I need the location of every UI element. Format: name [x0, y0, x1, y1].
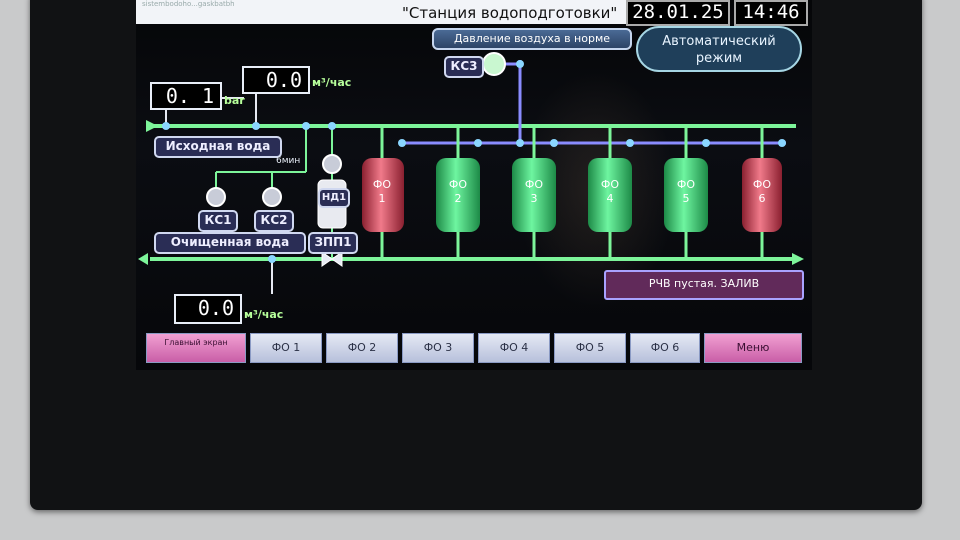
nd1-sensor-icon — [322, 154, 342, 174]
menu-button[interactable]: Меню — [704, 333, 802, 363]
inlet-arrow-icon — [146, 120, 158, 132]
outlet-flow-unit: м³/час — [244, 308, 284, 321]
bottom-navigation: Главный экран ФО 1 ФО 2 ФО 3 ФО 4 ФО 5 Ф… — [142, 333, 806, 365]
home-screen-button[interactable]: Главный экран — [146, 333, 246, 363]
time-display: 14:46 — [734, 0, 808, 26]
filter-tank-4 — [588, 158, 632, 232]
tank-empty-alarm[interactable]: РЧВ пустая. ЗАЛИВ — [604, 270, 804, 300]
filter-tank-3 — [512, 158, 556, 232]
inlet-pressure-value: 0. 1 — [150, 82, 222, 110]
fo4-button[interactable]: ФО 4 — [478, 333, 550, 363]
filter-tanks — [362, 158, 782, 232]
inlet-pressure-unit: bar — [224, 94, 245, 107]
title-strip: sistembodoho...gaskbatbh "Станция водопо… — [136, 0, 626, 24]
mode-label: Автоматический режим — [662, 34, 776, 66]
filter-tank-1 — [362, 158, 404, 232]
hmi-screen: sistembodoho...gaskbatbh "Станция водопо… — [136, 0, 812, 370]
pipe-joints — [162, 60, 786, 263]
ks3-label: КС3 — [444, 56, 484, 78]
fo1-button[interactable]: ФО 1 — [250, 333, 322, 363]
date-display: 28.01.25 — [626, 0, 730, 26]
air-pressure-status: Давление воздуха в норме — [432, 28, 632, 50]
fo5-button[interactable]: ФО 5 — [554, 333, 626, 363]
timer-label: 6мин — [276, 156, 301, 166]
filter-tank-5 — [664, 158, 708, 232]
inlet-flow-unit: м³/час — [312, 76, 352, 89]
fo3-button[interactable]: ФО 3 — [402, 333, 474, 363]
tiny-header-text: sistembodoho...gaskbatbh — [142, 0, 235, 8]
ks3-valve-icon — [482, 52, 506, 76]
zpp1-label: ЗПП1 — [308, 232, 358, 254]
station-title: "Станция водоподготовки" — [402, 4, 618, 22]
nd1-label: НД1 — [318, 188, 350, 208]
filter-tank-2 — [436, 158, 480, 232]
mode-indicator[interactable]: Автоматический режим — [636, 26, 802, 72]
outlet-arrow-left-icon — [138, 253, 148, 265]
title-bar: sistembodoho...gaskbatbh "Станция водопо… — [136, 0, 812, 26]
ks2-valve-icon — [262, 187, 282, 207]
inlet-water-label: Исходная вода — [154, 136, 282, 158]
outlet-arrow-right-icon — [792, 253, 804, 265]
filter-tank-6 — [742, 158, 782, 232]
outlet-water-label: Очищенная вода — [154, 232, 306, 254]
process-diagram — [138, 52, 804, 294]
fo2-button[interactable]: ФО 2 — [326, 333, 398, 363]
fo6-button[interactable]: ФО 6 — [630, 333, 700, 363]
ks1-valve-icon — [206, 187, 226, 207]
outlet-flow-value: 0.0 — [174, 294, 242, 324]
ks2-label: КС2 — [254, 210, 294, 232]
inlet-flow-value: 0.0 — [242, 66, 310, 94]
ks1-label: КС1 — [198, 210, 238, 232]
